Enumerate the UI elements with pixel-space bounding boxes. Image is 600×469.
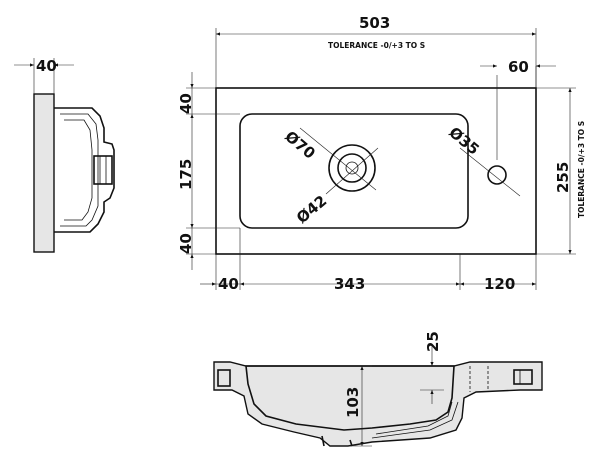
section-lip-label: 25 <box>424 331 442 352</box>
left-bottom-margin-label: 40 <box>177 233 195 254</box>
side-view-slab <box>33 93 55 253</box>
side-view-trap-inner-2 <box>64 119 93 221</box>
bowl-outline <box>239 113 469 229</box>
tolerance-right-label: TOLERANCE -0/+3 TO S <box>577 121 586 218</box>
left-top-margin-label: 40 <box>177 93 195 114</box>
tap-hole-circle <box>487 165 507 185</box>
section-height-label: 103 <box>344 387 362 418</box>
side-view-trap-outline <box>54 107 115 233</box>
overall-width-label: 503 <box>359 14 390 32</box>
bottom-middle-label: 343 <box>334 275 365 293</box>
side-view: 40 <box>14 57 115 253</box>
side-view-trap-inner <box>60 113 99 227</box>
waste-diameter-label: Ø42 <box>293 192 330 227</box>
overall-depth-label: 255 <box>554 162 572 193</box>
plan-view: 503 TOLERANCE -0/+3 TO S 60 40 175 40 25… <box>177 14 586 293</box>
waste-outer-circle <box>328 144 376 192</box>
left-middle-label: 175 <box>177 159 195 190</box>
section-view: 25 103 <box>213 331 543 447</box>
tap-hole-diameter-label: Ø35 <box>445 123 482 158</box>
section-body <box>213 361 543 447</box>
section-bowl-inner <box>245 365 455 431</box>
basin-outline <box>215 87 537 255</box>
side-depth-label: 40 <box>36 57 57 75</box>
bottom-right-label: 120 <box>484 275 515 293</box>
side-view-waste-block <box>93 155 113 185</box>
waste-inner-circle <box>337 153 367 183</box>
bowl-diameter-label: Ø70 <box>281 127 318 162</box>
tolerance-top-label: TOLERANCE -0/+3 TO S <box>328 41 425 50</box>
tap-offset-label: 60 <box>508 58 529 76</box>
bottom-left-label: 40 <box>218 275 239 293</box>
